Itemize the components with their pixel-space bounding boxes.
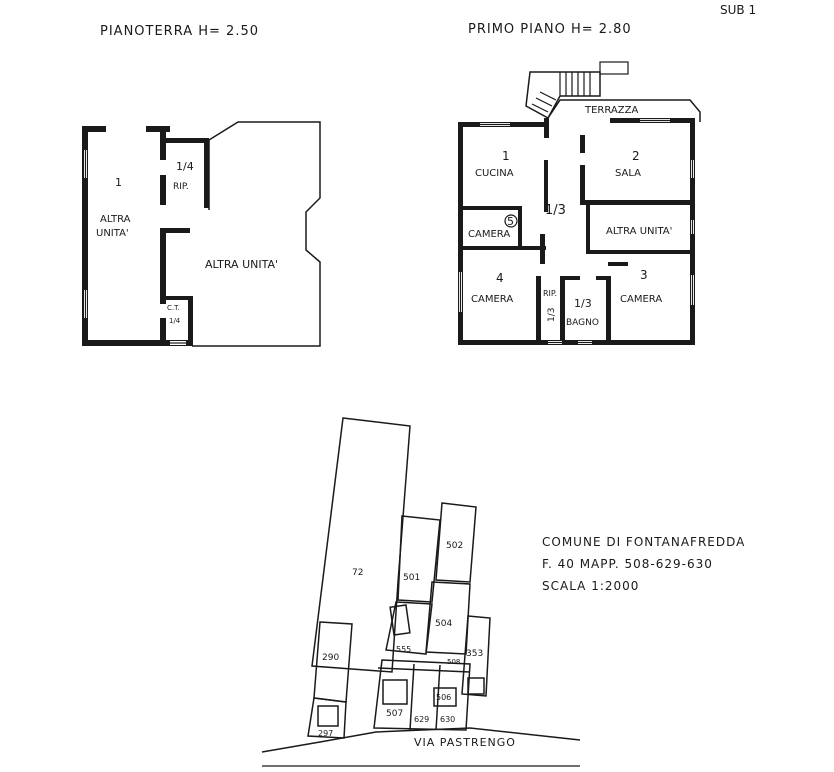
parcel-label-353: 353 <box>466 649 483 659</box>
ff-sala-label: SALA <box>615 168 641 179</box>
parcel-label-502: 502 <box>446 541 463 551</box>
ff-rip-label: RIP. <box>543 289 557 298</box>
parcel-501 <box>397 515 441 603</box>
ff-rip-num: 1/3 <box>547 308 557 322</box>
ff-camera5-label: CAMERA <box>468 229 510 240</box>
first-floor-title: PRIMO PIANO H= 2.80 <box>468 22 632 37</box>
gf-room-label-unita: UNITA' <box>96 228 129 239</box>
ff-bagno-num: 1/3 <box>574 297 592 310</box>
ff-corridor-num: 1/3 <box>545 203 566 218</box>
gf-rip-num: 1/4 <box>176 160 194 173</box>
parcel-label-72: 72 <box>352 568 363 578</box>
staircase-icon <box>525 61 629 120</box>
gf-ct-label: C.T. <box>167 304 180 312</box>
parcel-label-504: 504 <box>435 619 452 629</box>
parcel-label-629: 629 <box>414 715 429 724</box>
ff-room-num-1: 1 <box>502 149 510 163</box>
parcel-label-297: 297 <box>318 729 333 738</box>
parcel-label-508: 508 <box>447 658 460 666</box>
cadastral-info: COMUNE DI FONTANAFREDDA F. 40 MAPP. 508-… <box>542 535 745 593</box>
ff-cucina-label: CUCINA <box>475 168 514 179</box>
parcel-72 <box>311 417 411 673</box>
ff-room-num-2: 2 <box>632 149 640 163</box>
gf-ct-num: 1/4 <box>169 317 181 325</box>
info-municipality: COMUNE DI FONTANAFREDDA <box>542 535 745 549</box>
parcel-label-555: 555 <box>396 645 411 654</box>
ff-room-num-5: 5 <box>507 215 514 228</box>
gf-room-label-altra: ALTRA <box>100 214 131 225</box>
info-scale: SCALA 1:2000 <box>542 579 639 593</box>
parcel-label-501: 501 <box>403 573 420 583</box>
ff-bagno-label: BAGNO <box>566 318 599 328</box>
street-label: VIA PASTRENGO <box>414 736 516 749</box>
info-sheet-parcels: F. 40 MAPP. 508-629-630 <box>542 557 713 571</box>
terrace-label: TERRAZZA <box>584 105 638 116</box>
ff-room-num-3: 3 <box>640 268 648 282</box>
ff-room-num-4: 4 <box>496 271 504 285</box>
gf-room-num-1: 1 <box>115 176 122 189</box>
ground-floor-plan: 1 ALTRA UNITA' 1/4 RIP. ALTRA UNITA' C.T… <box>82 121 321 347</box>
parcel-label-506: 506 <box>436 693 451 702</box>
gf-other-unit-label: ALTRA UNITA' <box>205 258 278 271</box>
sub-label: SUB 1 <box>720 3 756 17</box>
first-floor-plan: TERRAZZA 1 CUCINA 2 SALA 1/3 5 CAMERA AL… <box>458 61 701 345</box>
parcel-label-290: 290 <box>322 653 339 663</box>
ground-floor-title: PIANOTERRA H= 2.50 <box>100 24 259 39</box>
ff-camera4-label: CAMERA <box>471 294 513 305</box>
ff-other-unit-label: ALTRA UNITA' <box>606 226 672 237</box>
cadastral-map: 72 501 502 504 555 508 353 290 507 506 6… <box>261 417 581 767</box>
gf-rip-label: RIP. <box>173 182 189 192</box>
parcel-label-507: 507 <box>386 709 403 719</box>
ff-camera3-label: CAMERA <box>620 294 662 305</box>
parcel-label-630: 630 <box>440 715 455 724</box>
